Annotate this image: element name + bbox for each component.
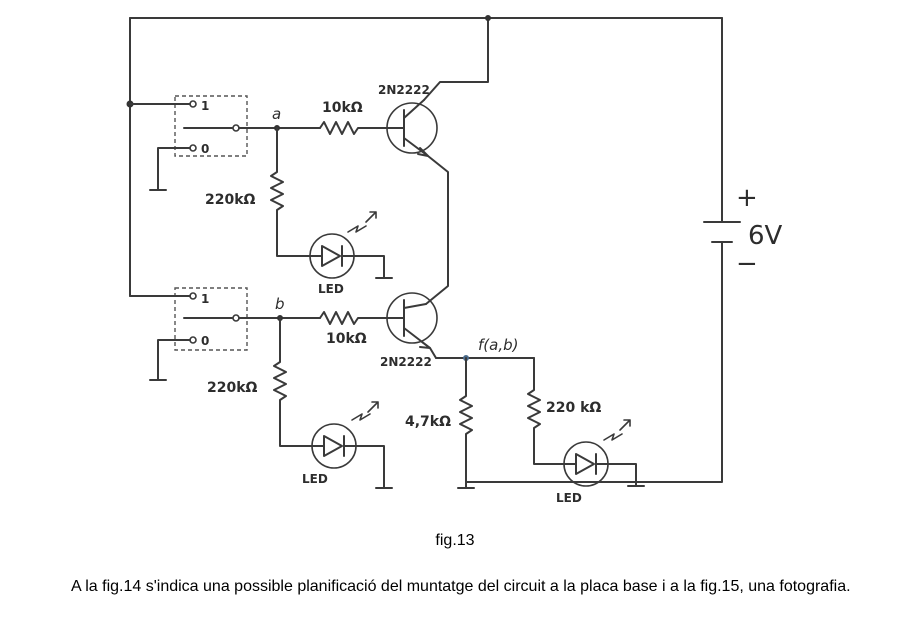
circuit-diagram: + − 6V 1 0 a 10kΩ 220kΩ LED	[126, 15, 783, 505]
r-pulldown-label: 4,7kΩ	[405, 414, 451, 430]
battery-minus: −	[736, 249, 758, 279]
switch-top-label-0: 0	[201, 142, 209, 156]
body-paragraph: A la fig.14 s'indica una possible planif…	[71, 578, 851, 595]
transistor-bottom: 2N2222	[380, 292, 438, 369]
figure-caption: fig.13	[435, 532, 475, 549]
r-led-a-label: 220kΩ	[205, 192, 256, 208]
node-a-label: a	[272, 105, 281, 123]
battery-plus: +	[736, 183, 758, 213]
switch-bottom-label-0: 0	[201, 334, 209, 348]
battery-voltage: 6V	[748, 221, 783, 251]
output-branch: f(a,b) 4,7kΩ 220 kΩ LED	[405, 336, 645, 505]
transistor-bottom-label: 2N2222	[380, 355, 432, 369]
led-a-label: LED	[318, 282, 344, 296]
supply-wiring	[126, 15, 723, 483]
led-out-label: LED	[556, 491, 582, 505]
switch-top-label-1: 1	[201, 99, 209, 113]
r-led-b-label: 220kΩ	[207, 380, 258, 396]
r-out-led-label: 220 kΩ	[546, 400, 601, 416]
input-branch-b: b 10kΩ 220kΩ LED	[207, 295, 393, 489]
r-base-top-label: 10kΩ	[322, 100, 363, 116]
switch-bottom: 1 0	[129, 287, 248, 381]
switch-bottom-label-1: 1	[201, 292, 209, 306]
transistor-top: 2N2222	[378, 83, 449, 305]
node-out-label: f(a,b)	[478, 336, 518, 354]
transistor-top-label: 2N2222	[378, 83, 430, 97]
battery-symbol: + − 6V	[703, 183, 783, 279]
r-base-bottom-label: 10kΩ	[326, 331, 367, 347]
led-b-label: LED	[302, 472, 328, 486]
input-branch-a: a 10kΩ 220kΩ LED	[205, 100, 393, 296]
switch-top: 1 0	[129, 95, 248, 191]
node-b-label: b	[275, 295, 285, 313]
